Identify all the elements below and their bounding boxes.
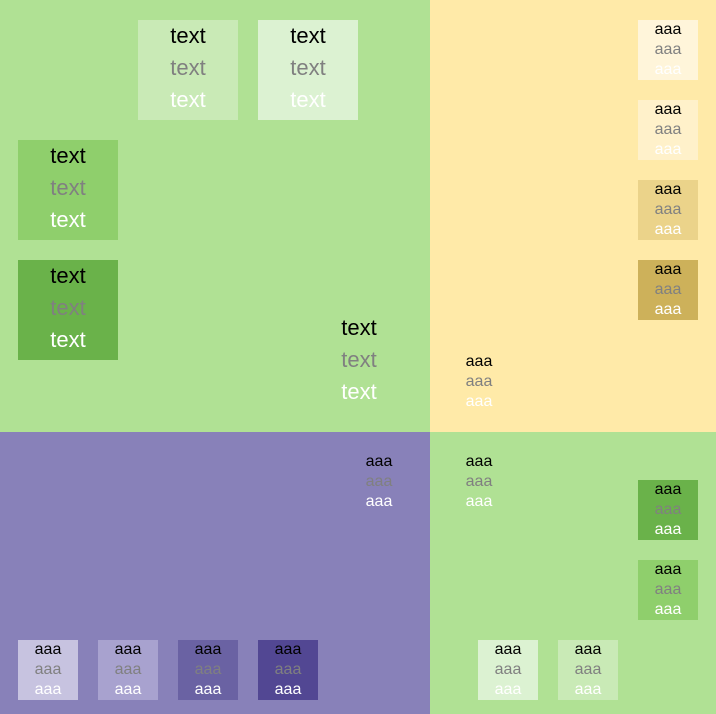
text-swatch: aaa aaa aaa [258, 640, 318, 700]
swatch-text-black: aaa [654, 181, 682, 198]
swatch-text-white: aaa [654, 601, 682, 618]
swatch-text-white: text [50, 207, 86, 232]
swatch-text-black: text [50, 143, 86, 168]
swatch-text-grey: aaa [114, 661, 142, 678]
swatch-text-black: aaa [654, 21, 682, 38]
swatch-text-grey: aaa [654, 581, 682, 598]
swatch-text-grey: text [170, 55, 206, 80]
swatch-text-black: aaa [274, 641, 302, 658]
swatch-text-black: aaa [114, 641, 142, 658]
text-swatch: aaa aaa aaa [638, 480, 698, 540]
swatch-text-white: aaa [494, 681, 522, 698]
swatch-text-black: aaa [654, 101, 682, 118]
text-swatch-plain: aaa aaa aaa [449, 352, 509, 412]
swatch-text-grey: text [50, 175, 86, 200]
text-swatch: aaa aaa aaa [638, 180, 698, 240]
swatch-text-grey: aaa [194, 661, 222, 678]
swatch-text-black: aaa [654, 481, 682, 498]
swatch-text-grey: aaa [34, 661, 62, 678]
swatch-text-black: aaa [494, 641, 522, 658]
swatch-text-white: text [290, 87, 326, 112]
quadrant-bottom-right: aaa aaa aaa aaa aaa aaa aaa aaa aaa aaa … [430, 432, 716, 714]
swatch-text-grey: aaa [574, 661, 602, 678]
swatch-text-white: aaa [365, 493, 393, 510]
swatch-text-grey: text [290, 55, 326, 80]
text-swatch-plain: aaa aaa aaa [449, 452, 509, 512]
swatch-text-grey: text [341, 347, 377, 372]
text-swatch: aaa aaa aaa [638, 560, 698, 620]
text-swatch: aaa aaa aaa [638, 20, 698, 80]
swatch-text-black: text [50, 263, 86, 288]
swatch-text-grey: aaa [365, 473, 393, 490]
swatch-text-white: aaa [34, 681, 62, 698]
swatch-text-black: aaa [654, 561, 682, 578]
swatch-text-black: aaa [654, 261, 682, 278]
swatch-text-black: aaa [574, 641, 602, 658]
text-swatch: aaa aaa aaa [18, 640, 78, 700]
swatch-text-white: aaa [574, 681, 602, 698]
swatch-text-white: aaa [654, 301, 682, 318]
swatch-text-white: aaa [654, 61, 682, 78]
text-swatch-plain: aaa aaa aaa [349, 452, 409, 512]
swatch-text-grey: aaa [274, 661, 302, 678]
swatch-text-grey: aaa [654, 501, 682, 518]
swatch-text-grey: aaa [465, 473, 493, 490]
swatch-text-white: aaa [274, 681, 302, 698]
text-swatch: aaa aaa aaa [638, 260, 698, 320]
swatch-text-white: aaa [654, 521, 682, 538]
swatch-text-white: aaa [465, 393, 493, 410]
swatch-text-black: text [170, 23, 206, 48]
swatch-text-white: aaa [654, 141, 682, 158]
swatch-text-black: aaa [194, 641, 222, 658]
text-swatch: text text text [18, 260, 118, 360]
swatch-text-grey: aaa [654, 121, 682, 138]
swatch-text-black: aaa [365, 453, 393, 470]
text-swatch: aaa aaa aaa [178, 640, 238, 700]
swatch-text-white: aaa [114, 681, 142, 698]
text-swatch: aaa aaa aaa [558, 640, 618, 700]
swatch-text-grey: aaa [654, 201, 682, 218]
swatch-text-white: aaa [194, 681, 222, 698]
quadrant-bottom-left: aaa aaa aaa aaa aaa aaa aaa aaa aaa aaa … [0, 432, 430, 714]
swatch-text-white: text [170, 87, 206, 112]
text-swatch-plain: text text text [309, 312, 409, 412]
swatch-text-black: aaa [34, 641, 62, 658]
quadrant-top-right: aaa aaa aaa aaa aaa aaa aaa aaa aaa aaa … [430, 0, 716, 432]
text-swatch: aaa aaa aaa [638, 100, 698, 160]
swatch-text-grey: text [50, 295, 86, 320]
text-swatch: text text text [18, 140, 118, 240]
quadrant-top-left: text text text text text text text text … [0, 0, 430, 432]
swatch-text-grey: aaa [465, 373, 493, 390]
swatch-text-white: text [341, 379, 377, 404]
swatch-text-black: aaa [465, 353, 493, 370]
swatch-text-grey: aaa [654, 281, 682, 298]
swatch-text-grey: aaa [654, 41, 682, 58]
swatch-text-black: aaa [465, 453, 493, 470]
swatch-text-white: aaa [654, 221, 682, 238]
swatch-text-grey: aaa [494, 661, 522, 678]
swatch-text-white: text [50, 327, 86, 352]
swatch-text-black: text [341, 315, 377, 340]
text-swatch: aaa aaa aaa [478, 640, 538, 700]
text-swatch: text text text [258, 20, 358, 120]
text-swatch: text text text [138, 20, 238, 120]
text-swatch: aaa aaa aaa [98, 640, 158, 700]
swatch-text-black: text [290, 23, 326, 48]
swatch-text-white: aaa [465, 493, 493, 510]
